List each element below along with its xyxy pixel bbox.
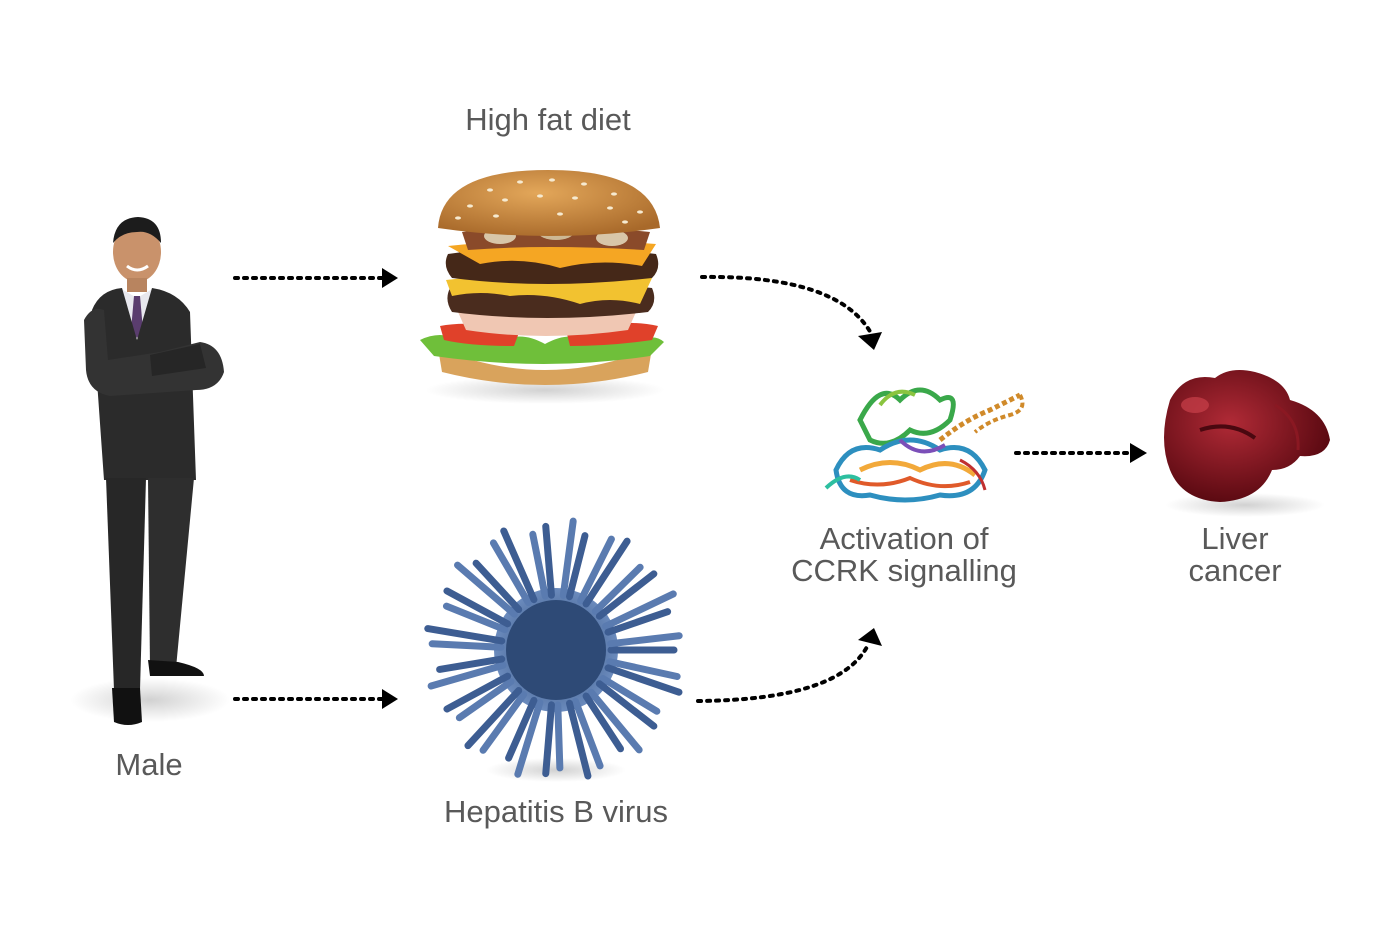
ccrk-label-line2: CCRK signalling: [791, 553, 1017, 588]
arrow-virus-to-ccrk: [696, 628, 882, 703]
arrow-male-to-diet: [233, 268, 398, 288]
male-label: Male: [115, 747, 182, 782]
virus-icon: [424, 517, 683, 782]
ccrk-label-line1: Activation of: [820, 521, 989, 556]
burger-icon: [420, 170, 665, 404]
liver-icon: [1164, 370, 1330, 517]
liver-label-line2: cancer: [1188, 553, 1281, 588]
arrow-diet-to-ccrk: [700, 274, 882, 350]
arrow-male-to-virus: [233, 689, 398, 709]
man-figure-icon: [70, 217, 230, 725]
arrow-ccrk-to-liver: [1014, 443, 1147, 463]
diet-label: High fat diet: [465, 102, 631, 137]
virus-label: Hepatitis B virus: [444, 794, 668, 829]
protein-icon: [824, 387, 1025, 503]
liver-label-line1: Liver: [1201, 521, 1268, 556]
